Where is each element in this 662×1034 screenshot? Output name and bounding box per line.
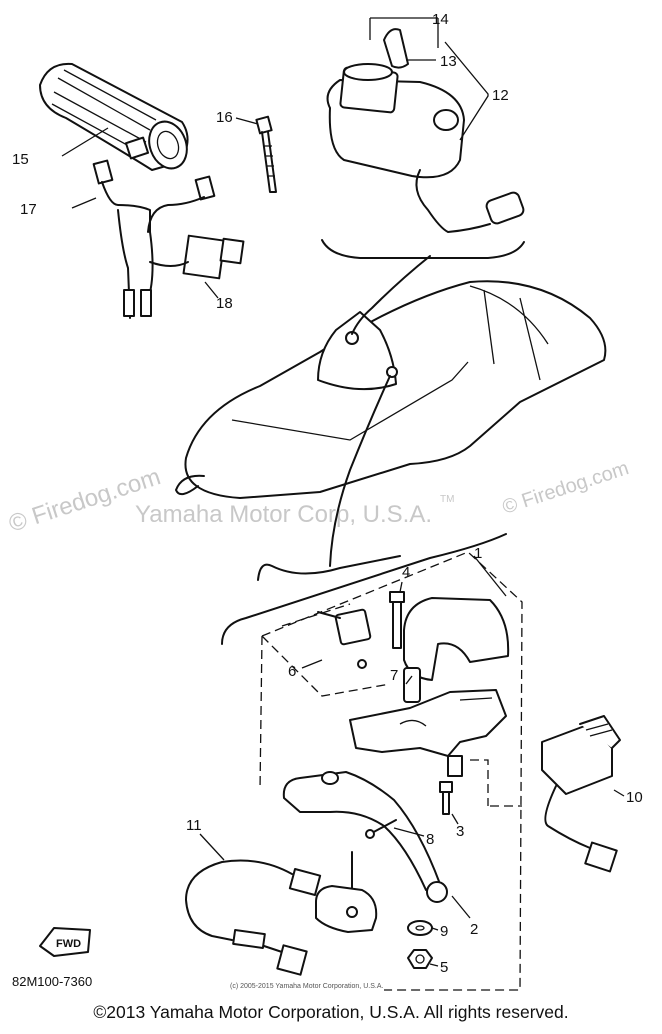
part-9-5-washer-nut bbox=[407, 920, 433, 969]
callout-16: 16 bbox=[216, 109, 233, 126]
callout-8: 8 bbox=[426, 831, 434, 848]
brake-lever bbox=[282, 771, 448, 903]
callout-14: 14 bbox=[432, 11, 449, 28]
watermark-center: Yamaha Motor Corp, U.S.A. bbox=[135, 501, 432, 528]
part-11-switch bbox=[185, 851, 378, 976]
copyright-footer: ©2013 Yamaha Motor Corporation, U.S.A. A… bbox=[93, 1002, 569, 1022]
callout-labels: 1 2 3 4 5 6 7 8 9 10 11 12 13 14 15 16 1… bbox=[12, 11, 643, 976]
callout-11: 11 bbox=[186, 817, 202, 834]
lower-bracket bbox=[221, 533, 507, 645]
callout-9: 9 bbox=[440, 923, 448, 940]
callout-18: 18 bbox=[216, 295, 233, 312]
bracket-tab bbox=[447, 755, 463, 777]
callout-4: 4 bbox=[402, 564, 410, 581]
wire-link bbox=[351, 255, 431, 335]
watermark-right: © Firedog.com bbox=[500, 457, 632, 519]
part-6-block bbox=[317, 608, 372, 669]
wiring-part-17-18 bbox=[71, 159, 245, 319]
leader-lines bbox=[199, 555, 625, 967]
part-4-bolt bbox=[389, 591, 405, 649]
housing-bracket bbox=[321, 239, 525, 259]
wire-link-lower bbox=[329, 375, 391, 567]
part-10-relay bbox=[541, 715, 621, 873]
part-7-spacer bbox=[403, 667, 421, 703]
callout-10: 10 bbox=[626, 789, 643, 806]
grip-part-15 bbox=[39, 62, 189, 171]
part-3-screw bbox=[439, 781, 453, 815]
callout-3: 3 bbox=[456, 823, 464, 840]
cable-tie-part-16 bbox=[235, 115, 277, 193]
callout-1: 1 bbox=[474, 545, 482, 562]
bracket-plate bbox=[349, 689, 507, 757]
assembly-outline bbox=[259, 551, 523, 991]
part-code: 82M100-7360 bbox=[12, 974, 93, 989]
callout-6: 6 bbox=[288, 663, 296, 680]
snowmobile-body bbox=[175, 280, 607, 581]
callout-12: 12 bbox=[492, 87, 509, 104]
watermark-tm: TM bbox=[440, 494, 454, 505]
small-copyright: (c) 2005-2015 Yamaha Motor Corporation, … bbox=[230, 983, 384, 990]
fwd-label: FWD bbox=[56, 938, 81, 950]
part-8-screw bbox=[365, 819, 397, 839]
fwd-direction-badge: FWD bbox=[39, 927, 91, 957]
callout-15: 15 bbox=[12, 151, 29, 168]
switch-housing-part-12-14 bbox=[326, 17, 525, 233]
bracket-plate-detail bbox=[399, 697, 493, 727]
callout-17: 17 bbox=[20, 201, 37, 218]
callout-7: 7 bbox=[390, 667, 398, 684]
callout-2: 2 bbox=[470, 921, 478, 938]
callout-5: 5 bbox=[440, 959, 448, 976]
callout-13: 13 bbox=[440, 53, 457, 70]
